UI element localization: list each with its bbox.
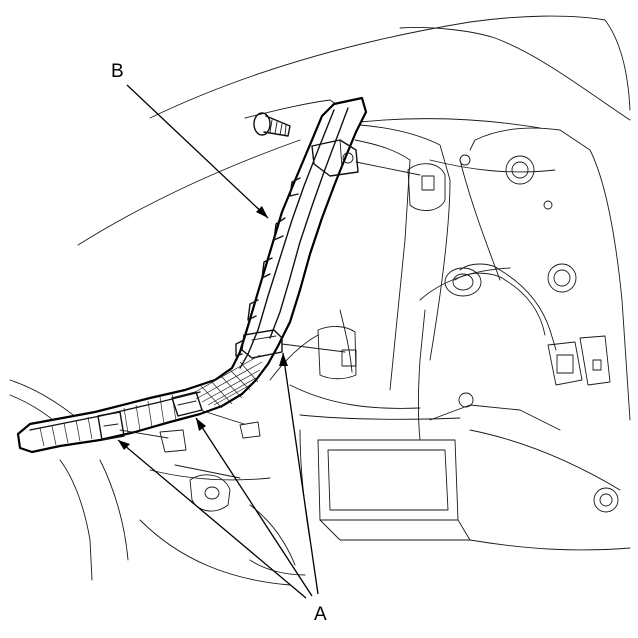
trim-bracket-b [16,96,368,454]
callout-label-b: B [111,61,124,82]
callout-label-a: A [314,604,327,625]
clip-alignment-lines [119,161,421,439]
screw-icon [253,112,291,137]
bracket-lower-ribs [29,391,201,447]
callout-leaders [117,84,319,599]
bracket-hatching [189,354,263,409]
vehicle-body-background [9,15,631,586]
